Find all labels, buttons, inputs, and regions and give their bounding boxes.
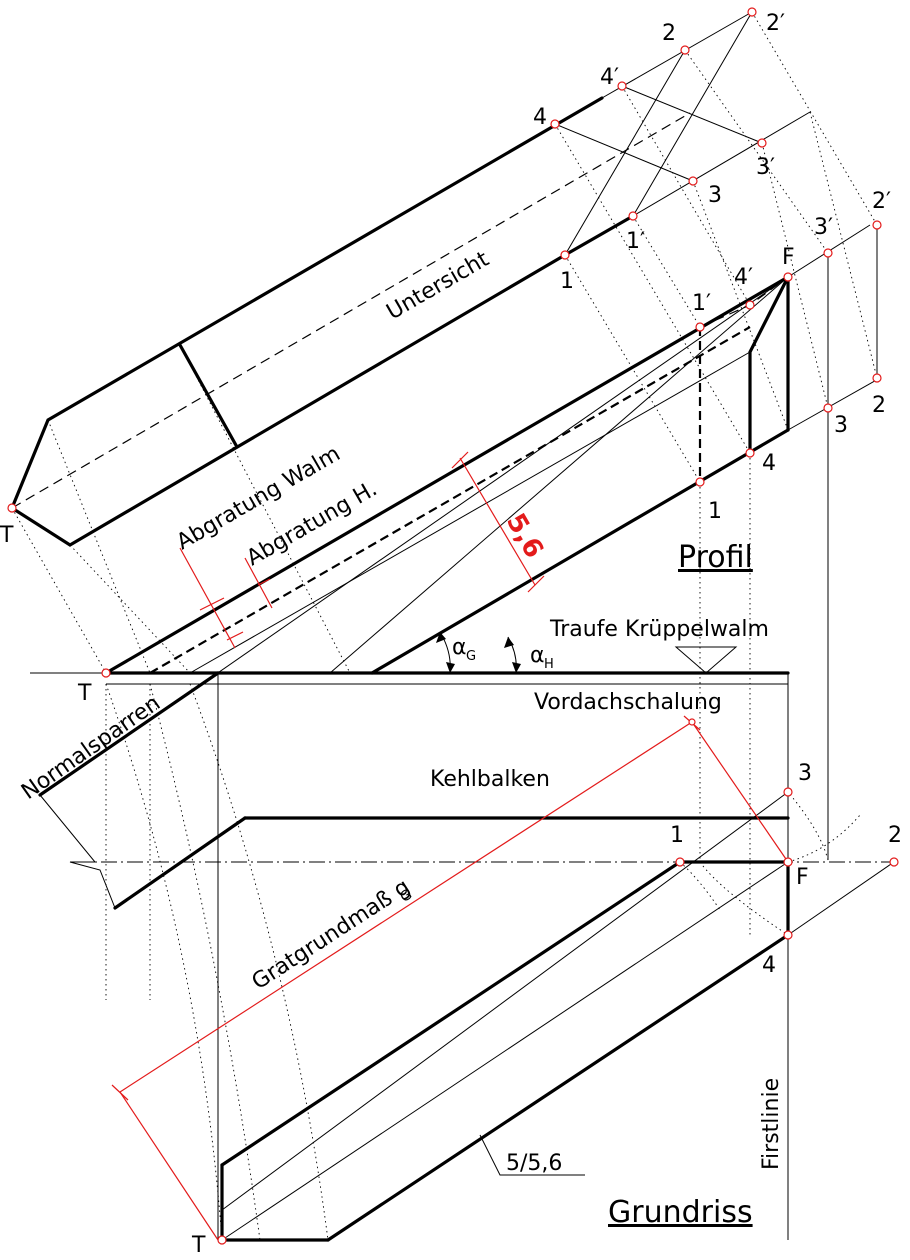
point-marker — [688, 176, 698, 186]
label-normalsparren: Normalsparren — [17, 691, 165, 805]
point-label-3-right: 3 — [834, 413, 848, 438]
point-marker — [823, 403, 833, 413]
point-label-1-profile: 1 — [708, 499, 722, 524]
point-label-3-top: 3 — [708, 183, 722, 208]
point-label-T-bottom: T — [191, 1233, 206, 1258]
point-marker — [757, 138, 767, 148]
point-marker — [617, 81, 627, 91]
point-marker — [889, 857, 899, 867]
label-dimension-56: 5,6 — [500, 509, 549, 564]
title-grundriss: Grundriss — [608, 1195, 753, 1230]
point-marker — [745, 300, 755, 310]
point-marker — [783, 857, 793, 867]
point-label-4-plan: 4 — [762, 953, 776, 978]
point-label-1-top: 1 — [560, 269, 574, 294]
point-marker — [745, 448, 755, 458]
point-label-2-plan: 2 — [888, 823, 902, 848]
point-marker — [560, 250, 570, 260]
point-marker — [550, 119, 560, 129]
point-marker — [783, 930, 793, 940]
text-labels: Untersicht Abgratung Walm Abgratung H. 5… — [0, 11, 902, 1258]
point-label-4p-profile: 4′ — [734, 265, 753, 290]
untersicht-view — [10, 11, 811, 547]
point-label-3-plan: 3 — [798, 761, 812, 786]
label-kehlbalken: Kehlbalken — [430, 767, 550, 792]
label-abgratung-walm: Abgratung Walm — [173, 441, 345, 555]
label-alpha-h: α — [530, 643, 545, 668]
label-vordachschalung: Vordachschalung — [534, 690, 722, 715]
point-label-4-profile: 4 — [762, 451, 776, 476]
title-profil: Profil — [678, 540, 753, 575]
point-label-F-plan: F — [796, 865, 809, 890]
point-marker — [783, 272, 793, 282]
point-marker — [675, 857, 685, 867]
point-marker — [783, 787, 793, 797]
point-marker — [101, 668, 111, 678]
point-label-2p-top: 2′ — [766, 11, 785, 36]
point-marker — [680, 45, 690, 55]
point-label-3p-top: 3′ — [756, 155, 775, 180]
point-label-F-top: F — [782, 245, 795, 270]
point-marker — [217, 1235, 227, 1245]
grundriss-view — [38, 671, 900, 1242]
point-label-T-top: T — [0, 523, 14, 548]
projection-lines — [11, 11, 878, 1241]
point-marker — [747, 7, 757, 17]
point-label-1p-top: 1′ — [626, 229, 645, 254]
label-section: 5/5,6 — [506, 1151, 562, 1176]
point-marker — [688, 718, 696, 726]
point-marker — [695, 322, 705, 332]
point-marker — [628, 211, 638, 221]
point-marker — [823, 248, 833, 258]
point-marker — [872, 373, 882, 383]
point-marker — [872, 220, 882, 230]
label-alpha-g-sub: G — [466, 649, 476, 664]
label-alpha-h-sub: H — [544, 657, 554, 672]
point-label-1p-profile: 1′ — [692, 291, 711, 316]
point-label-T-mid: T — [77, 681, 92, 706]
red-dimensions — [111, 451, 789, 1241]
label-alpha-g: α — [452, 635, 467, 660]
point-label-2-right: 2 — [872, 393, 886, 418]
point-label-2p-right: 2′ — [872, 189, 891, 214]
label-gratgrundmass: Gratgrundmaß g — [248, 875, 415, 996]
point-marker — [695, 477, 705, 487]
label-untersicht: Untersicht — [383, 247, 494, 326]
point-marker — [7, 503, 17, 513]
point-label-4-top: 4 — [533, 105, 547, 130]
point-label-1-plan: 1 — [670, 823, 684, 848]
point-label-4p-top: 4′ — [600, 65, 619, 90]
point-markers — [7, 7, 899, 1245]
point-label-3p-right: 3′ — [814, 215, 833, 240]
point-label-2-top: 2 — [662, 21, 676, 46]
label-traufe: Traufe Krüppelwalm — [549, 617, 769, 642]
label-firstlinie: Firstlinie — [759, 1078, 784, 1170]
